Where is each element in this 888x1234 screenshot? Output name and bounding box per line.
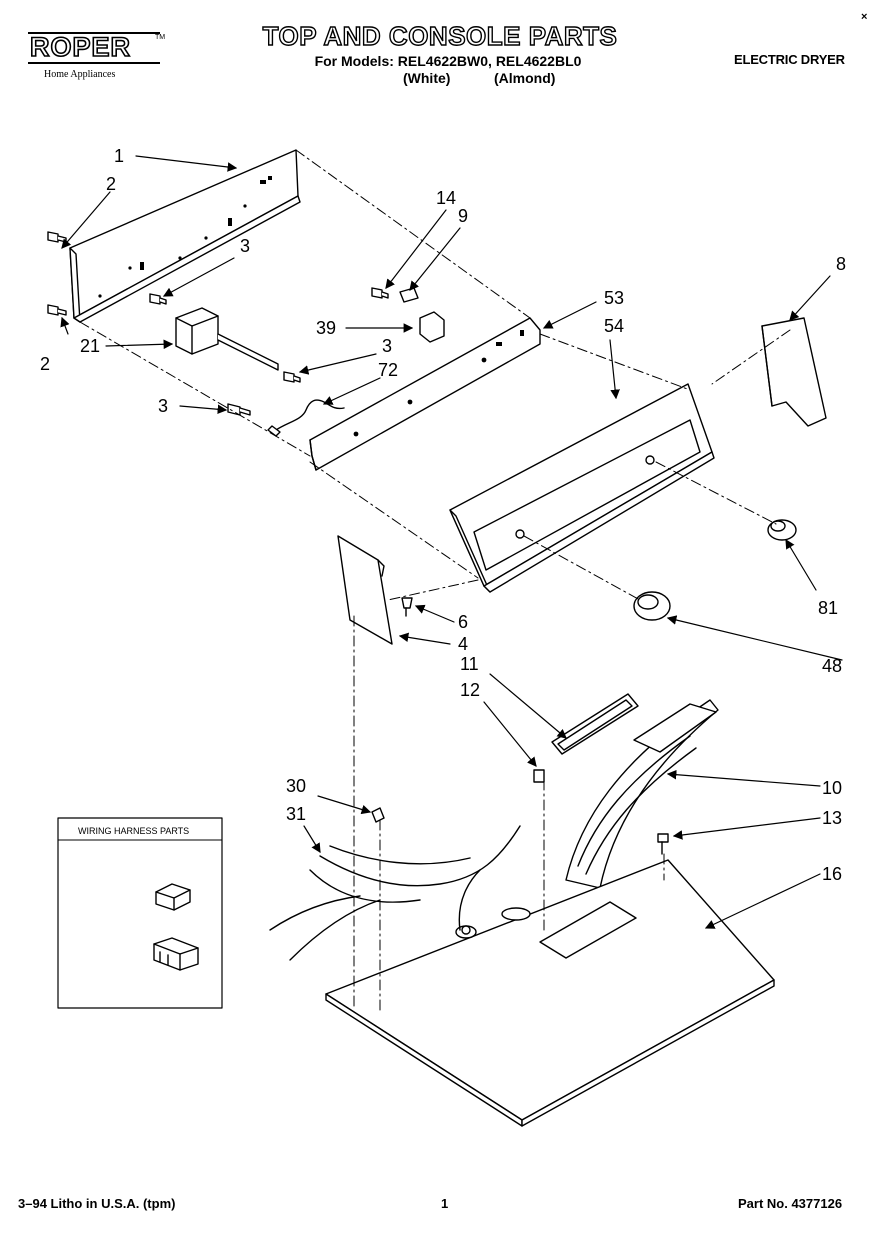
callout-81: 81	[818, 598, 838, 618]
knob-icon-81	[767, 519, 797, 541]
callout-39: 39	[316, 318, 336, 338]
screw-icon-3-a	[149, 293, 167, 305]
callout-54: 54	[604, 316, 624, 336]
footer-part-number: Part No. 4377126	[738, 1196, 843, 1211]
callout-13: 13	[822, 808, 842, 828]
callout-14: 14	[436, 188, 456, 208]
connector-30	[371, 807, 385, 823]
brand-name: ROPER	[29, 32, 132, 62]
model-numbers: For Models: REL4622BW0, REL4622BL0	[314, 53, 582, 69]
callout-4: 4	[458, 634, 468, 654]
callout-3-a: 3	[240, 236, 250, 256]
side-bracket-4	[337, 535, 393, 645]
connector-icon-7	[153, 937, 199, 971]
page-title: TOP AND CONSOLE PARTS	[262, 20, 618, 51]
finish-white: (White)	[403, 70, 451, 86]
callout-8: 8	[836, 254, 846, 274]
wiring-harness-inset: WIRING HARNESS PARTS	[57, 817, 223, 1009]
brand-trademark: TM	[155, 34, 166, 41]
callout-10: 10	[822, 778, 842, 798]
corner-mark: ×	[861, 11, 868, 23]
screw-icon-14	[371, 287, 389, 299]
screw-icon-2-top	[47, 231, 67, 243]
callout-2-top: 2	[106, 174, 116, 194]
screw-icon-2-bottom	[47, 304, 67, 316]
screw-icon-13	[657, 833, 669, 855]
callout-21: 21	[80, 336, 100, 356]
brand-logo-bars	[28, 32, 160, 64]
screw-icon-3-c	[227, 403, 251, 416]
callout-1: 1	[114, 146, 124, 166]
callout-72: 72	[378, 360, 398, 380]
callout-12: 12	[460, 680, 480, 700]
callout-16: 16	[822, 864, 842, 884]
footer-litho: 3–94 Litho in U.S.A. (tpm)	[18, 1196, 176, 1211]
knob-icon-48	[633, 591, 671, 621]
footer-page-number: 1	[441, 1196, 449, 1211]
callout-6: 6	[458, 612, 468, 632]
end-cap-8	[761, 317, 827, 427]
callout-3-b: 3	[382, 336, 392, 356]
screw-icon-3-b	[283, 371, 301, 383]
console-back-panel	[69, 149, 301, 323]
switch-icon-39	[419, 311, 445, 343]
console-front-panel	[449, 383, 715, 593]
callout-3-c: 3	[158, 396, 168, 416]
callout-31: 31	[286, 804, 306, 824]
connector-icon-5	[155, 883, 191, 911]
alignment-lines	[79, 149, 791, 1011]
finish-almond: (Almond)	[494, 70, 556, 86]
clip-icon-9	[399, 287, 419, 303]
clip-icon-12	[533, 769, 545, 783]
housing-10	[565, 699, 719, 889]
callout-11: 11	[460, 654, 479, 674]
lamp-cover-11	[551, 693, 639, 755]
brand-logo	[28, 30, 160, 82]
screw-icon-6	[401, 597, 413, 617]
brand-subtitle: Home Appliances	[44, 69, 116, 80]
timer-icon-21	[175, 307, 279, 371]
product-type: ELECTRIC DRYER	[734, 52, 845, 67]
callout-2-bottom: 2	[40, 354, 50, 374]
dryer-top-16	[325, 859, 775, 1127]
inset-title: WIRING HARNESS PARTS	[78, 826, 189, 836]
callout-48: 48	[822, 656, 842, 676]
wiring-harness-31	[269, 825, 521, 961]
callout-53: 53	[604, 288, 624, 308]
callout-numbers: 1 2 3 14 9 8 53 54 39 21 2 3 72 3 81 6 4…	[40, 146, 846, 942]
callout-30: 30	[286, 776, 306, 796]
callout-9: 9	[458, 206, 468, 226]
